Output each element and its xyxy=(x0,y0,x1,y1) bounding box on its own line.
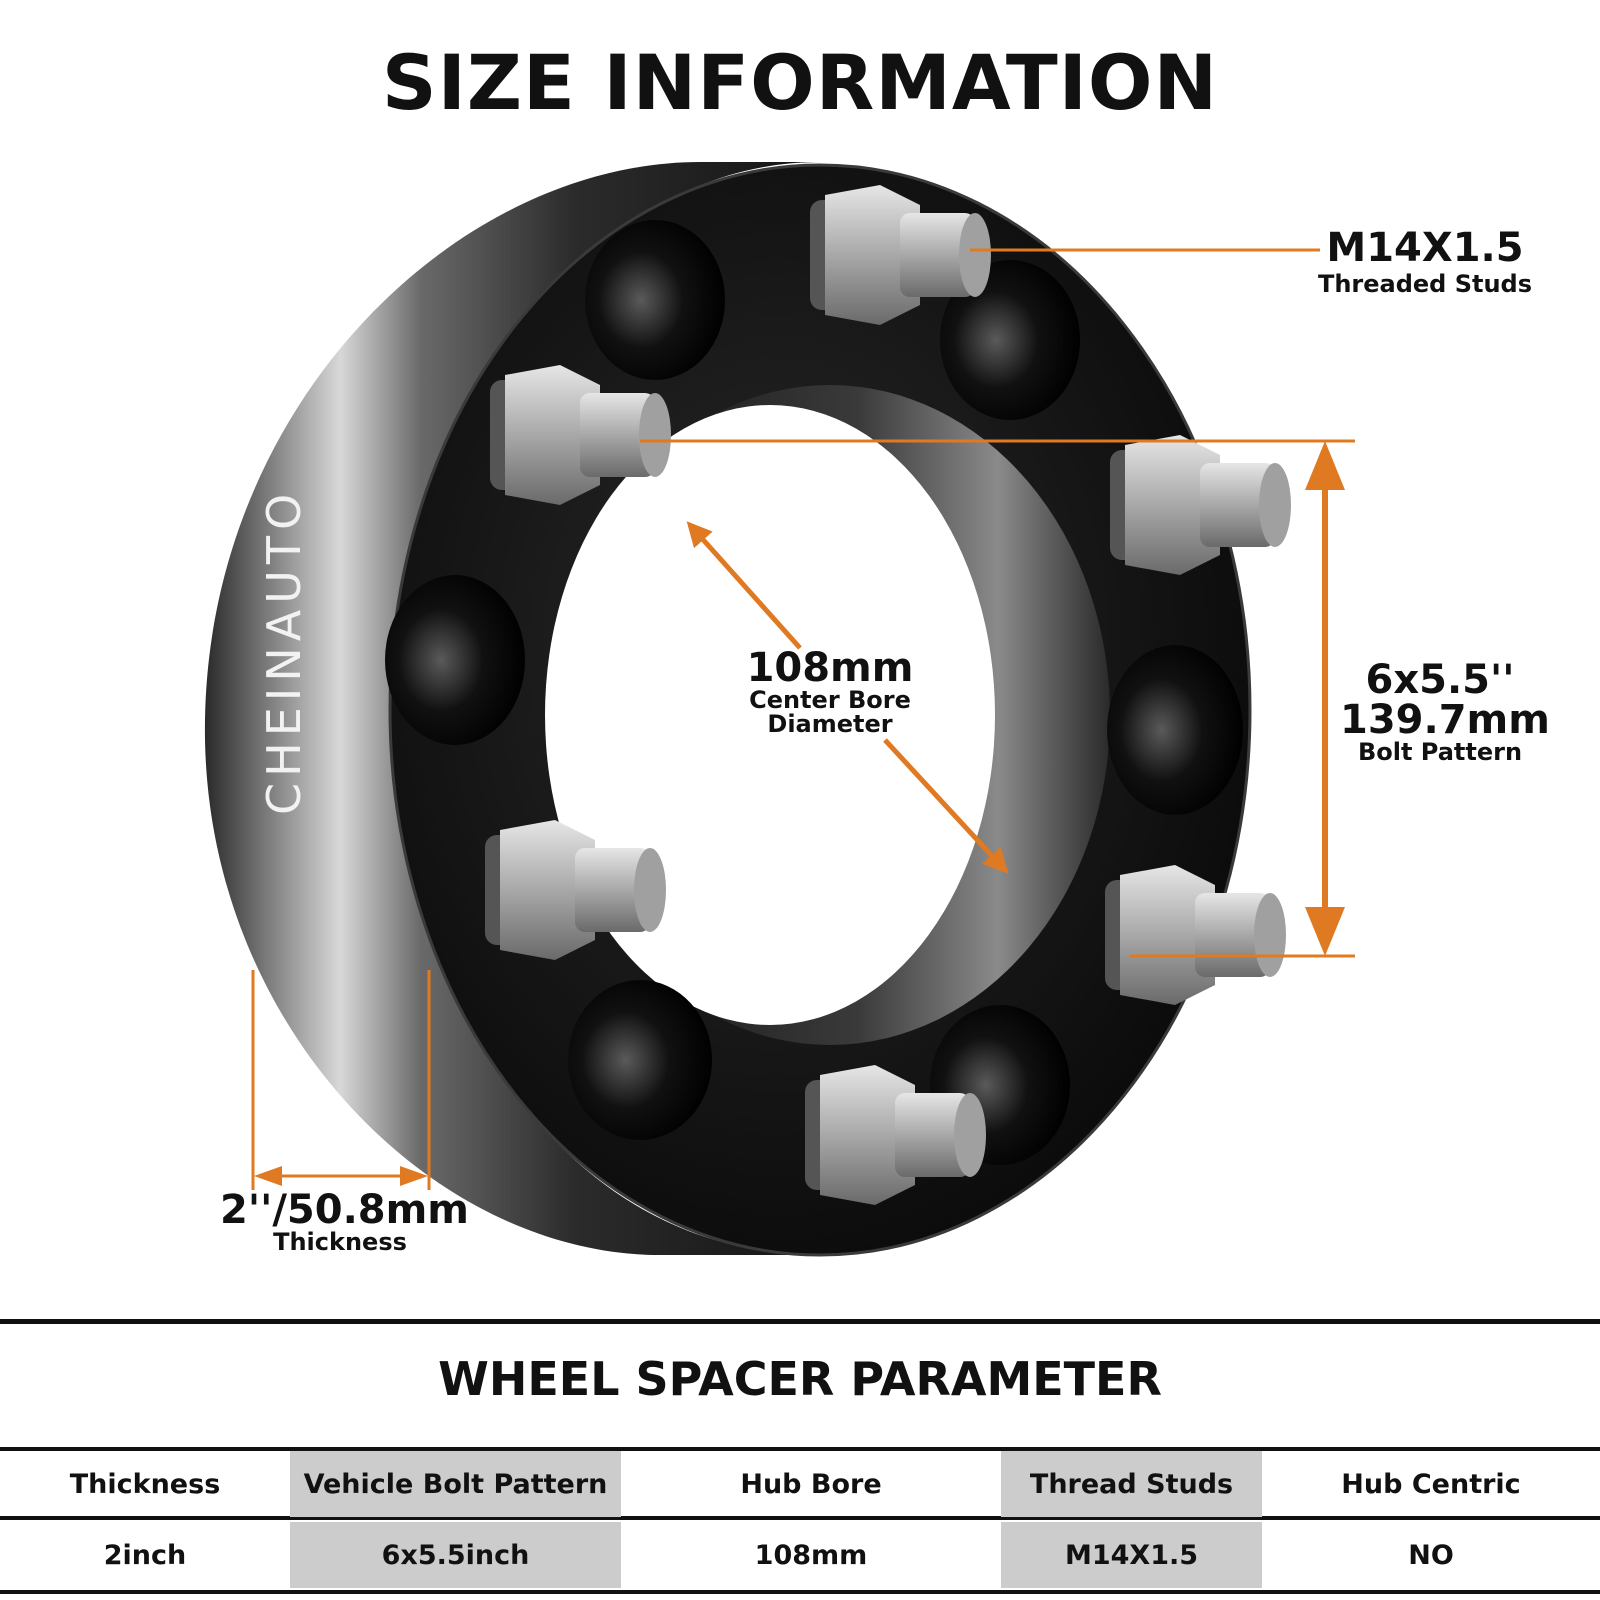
lug-hole xyxy=(1107,645,1243,815)
value-thread-studs: M14X1.5 xyxy=(1001,1522,1262,1588)
table-mid-border xyxy=(0,1516,1600,1520)
thickness-arrow-right xyxy=(400,1166,428,1186)
header-bolt-pattern: Vehicle Bolt Pattern xyxy=(290,1451,621,1517)
thickness-callout: 2''/50.8mm Thickness xyxy=(220,1187,469,1256)
value-hub-centric: NO xyxy=(1408,1539,1454,1571)
lug-hole xyxy=(585,220,725,380)
value-thickness: 2inch xyxy=(103,1539,187,1571)
header-thickness: Thickness xyxy=(69,1468,221,1500)
bolt-pattern-metric: 139.7mm xyxy=(1340,697,1550,743)
thickness-value: 2''/50.8mm xyxy=(220,1187,469,1233)
center-bore-arrow-bottom xyxy=(883,738,1009,874)
page-title: SIZE INFORMATION xyxy=(381,38,1219,127)
parameters-title: WHEEL SPACER PARAMETER xyxy=(438,1352,1162,1406)
center-bore-value: 108mm xyxy=(746,645,914,691)
center-bore-callout: 108mm Center Bore Diameter xyxy=(730,648,930,736)
table-header-row: Thickness Vehicle Bolt Pattern Hub Bore … xyxy=(0,1451,1600,1517)
header-hub-bore: Hub Bore xyxy=(740,1468,882,1500)
center-bore-arrow-top xyxy=(686,521,802,650)
table-value-row: 2inch 6x5.5inch 108mm M14X1.5 NO xyxy=(0,1522,1600,1588)
wheel-spacer-illustration: CHEINAUTO xyxy=(204,162,1355,1257)
stud xyxy=(1110,435,1291,575)
lug-hole xyxy=(568,980,712,1140)
dimension-lines xyxy=(251,248,1355,1190)
studs xyxy=(485,185,1291,1205)
header-thread-studs: Thread Studs xyxy=(1001,1451,1262,1517)
spacer-side-wall xyxy=(204,162,820,1255)
thickness-caption: Thickness xyxy=(273,1228,407,1256)
lug-holes xyxy=(385,220,1243,1165)
brand-engraving: CHEINAUTO xyxy=(257,488,311,815)
stud xyxy=(490,365,671,505)
stud xyxy=(810,185,991,325)
stud xyxy=(805,1065,986,1205)
lug-hole xyxy=(385,575,525,745)
thickness-arrow-left xyxy=(254,1166,282,1186)
bolt-pattern-imperial: 6x5.5'' xyxy=(1365,657,1515,703)
studs-caption: Threaded Studs xyxy=(1317,270,1533,298)
studs-callout: M14X1.5 Threaded Studs xyxy=(1310,228,1540,296)
bolt-pattern-callout: 6x5.5'' 139.7mm Bolt Pattern xyxy=(1340,657,1550,766)
table-top-border xyxy=(0,1447,1600,1451)
studs-value: M14X1.5 xyxy=(1326,225,1524,271)
value-bolt-pattern: 6x5.5inch xyxy=(290,1522,621,1588)
section-divider xyxy=(0,1319,1600,1324)
bolt-pattern-arrow-down xyxy=(1305,907,1345,956)
header-hub-centric: Hub Centric xyxy=(1341,1468,1521,1500)
value-hub-bore: 108mm xyxy=(754,1539,868,1571)
stud xyxy=(1105,865,1286,1005)
bolt-pattern-arrow-up xyxy=(1305,441,1345,490)
bolt-pattern-caption: Bolt Pattern xyxy=(1357,738,1523,766)
center-bore-caption-1: Center Bore xyxy=(749,686,911,714)
arrow-heads xyxy=(254,441,1345,1186)
stud xyxy=(485,820,666,960)
center-bore-caption-2: Diameter xyxy=(767,710,893,738)
lug-hole xyxy=(940,260,1080,420)
table-bottom-border xyxy=(0,1590,1600,1594)
parameters-table: Thickness Vehicle Bolt Pattern Hub Bore … xyxy=(0,1451,1600,1588)
